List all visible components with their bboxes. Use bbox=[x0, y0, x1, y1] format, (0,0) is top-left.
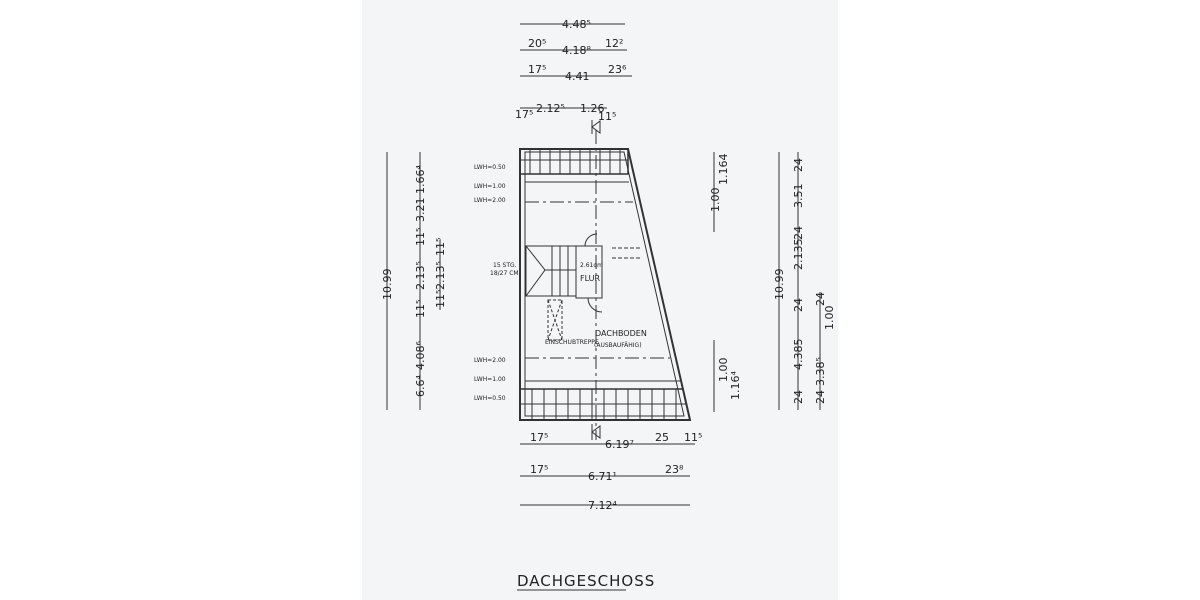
building-outline bbox=[519, 130, 692, 440]
dim-top-4a: 17⁵ bbox=[515, 108, 533, 121]
einschubtreppe-label: EINSCHUBTREPPE bbox=[545, 339, 599, 346]
dim-left-inner: 11⁵ bbox=[434, 238, 447, 256]
flur-label: FLUR bbox=[580, 274, 601, 283]
dim-left-chain: 1.66⁴ bbox=[414, 165, 427, 194]
flur-walls bbox=[575, 245, 603, 299]
dim-right-chain2: 3.38⁵ bbox=[814, 357, 827, 386]
plan-labels: LWH=0.50 LWH=1.00 LWH=2.00 LWH=2.00 LWH=… bbox=[474, 164, 647, 402]
lwh-label-5: LWH=1.00 bbox=[474, 376, 506, 383]
dim-top-3a: 17⁵ bbox=[528, 63, 546, 76]
dim-right-chain2: 24 bbox=[814, 390, 827, 404]
dim-right-inner: 1.00 bbox=[709, 188, 722, 213]
dim-top-4b: 2.12⁵ bbox=[536, 102, 565, 115]
dim-bottom-3: 7.12⁴ bbox=[588, 499, 617, 512]
dim-bottom-1b: 6.19⁷ bbox=[605, 438, 634, 451]
dim-right-total: 10.99 bbox=[773, 269, 786, 301]
dachboden-note: (AUSBAUFÄHIG) bbox=[594, 342, 642, 349]
dim-top-2c: 12² bbox=[605, 37, 623, 50]
roof-tiles-top bbox=[520, 149, 628, 174]
dim-top-1: 4.48⁵ bbox=[562, 18, 591, 31]
dim-right-chain: 24 bbox=[792, 298, 805, 312]
floor-plan-sheet bbox=[362, 0, 838, 600]
dim-right-chain2: 1.00 bbox=[823, 306, 836, 331]
dim-right-chain: 24 bbox=[792, 226, 805, 240]
dim-bottom-1d: 11⁵ bbox=[684, 431, 702, 444]
dim-bottom-2b: 6.71¹ bbox=[588, 470, 617, 483]
dim-top-3b: 4.41 bbox=[565, 70, 590, 83]
dim-bottom-2a: 17⁵ bbox=[530, 463, 548, 476]
dim-top-4d: 11⁵ bbox=[598, 110, 616, 123]
dim-top-4c: 1.26 bbox=[580, 102, 605, 115]
dachboden-label: DACHBODEN bbox=[595, 329, 647, 338]
dim-top-2a: 20⁵ bbox=[528, 37, 546, 50]
dim-left-inner: 2.13⁵ bbox=[434, 261, 447, 290]
dim-left-chain: 3.21 bbox=[414, 198, 427, 223]
attic-ladder bbox=[547, 299, 563, 341]
dim-left-inner: 11⁵ bbox=[434, 290, 447, 308]
dim-bottom-2c: 23⁸ bbox=[665, 463, 684, 476]
bottom-dimensions: 17⁵ 6.19⁷ 25 11⁵ 17⁵ 6.71¹ 23⁸ 7.12⁴ bbox=[520, 424, 702, 512]
section-marker-bottom bbox=[591, 424, 601, 440]
right-dimensions: 1.00 1.164 1.00 1.16⁴ 10.99 24 4.385 24 … bbox=[709, 152, 836, 412]
top-dimensions: 4.48⁵ 20⁵ 4.18⁸ 12² 17⁵ 4.41 23⁶ 17⁵ 2.1… bbox=[515, 18, 632, 134]
dim-right-chain2: 24 bbox=[814, 292, 827, 306]
flur-area: 2.61qm bbox=[580, 262, 603, 269]
lwh-label-1: LWH=0.50 bbox=[474, 164, 506, 171]
dim-right-chain: 2.135 bbox=[792, 239, 805, 271]
stair-ratio: 18/27 CM bbox=[490, 270, 519, 277]
dim-top-3c: 23⁶ bbox=[608, 63, 627, 76]
dim-left-chain: 4.08⁶ bbox=[414, 341, 427, 370]
dim-left-chain: 11⁵ bbox=[414, 228, 427, 246]
dim-right-chain: 3.51 bbox=[792, 184, 805, 209]
dim-right-chain: 4.385 bbox=[792, 339, 805, 371]
lwh-label-3: LWH=2.00 bbox=[474, 197, 506, 204]
dim-right-inner: 1.16⁴ bbox=[729, 371, 742, 400]
dim-left-chain: 11⁵ bbox=[414, 300, 427, 318]
dim-right-inner: 1.00 bbox=[717, 358, 730, 383]
dim-bottom-1a: 17⁵ bbox=[530, 431, 548, 444]
dim-right-chain: 24 bbox=[792, 390, 805, 404]
dim-right-chain: 24 bbox=[792, 158, 805, 172]
dim-right-inner: 1.164 bbox=[717, 154, 730, 186]
dim-top-2b: 4.18⁸ bbox=[562, 44, 591, 57]
dim-left-total: 10.99 bbox=[381, 269, 394, 301]
lwh-label-2: LWH=1.00 bbox=[474, 183, 506, 190]
drawing-title: DACHGESCHOSS bbox=[517, 572, 655, 590]
stair-steps: 15 STG. bbox=[493, 262, 517, 269]
dim-left-chain: 6.6⁴ bbox=[414, 375, 427, 397]
lwh-label-6: LWH=0.50 bbox=[474, 395, 506, 402]
dim-left-chain: 2.13⁵ bbox=[414, 261, 427, 290]
left-dimensions: 10.99 6.6⁴ 4.08⁶ 11⁵ 2.13⁵ 11⁵ 3.21 1.66… bbox=[381, 152, 447, 410]
dim-bottom-1c: 25 bbox=[655, 431, 669, 444]
lwh-label-4: LWH=2.00 bbox=[474, 357, 506, 364]
roof-tiles-bottom bbox=[520, 389, 687, 420]
